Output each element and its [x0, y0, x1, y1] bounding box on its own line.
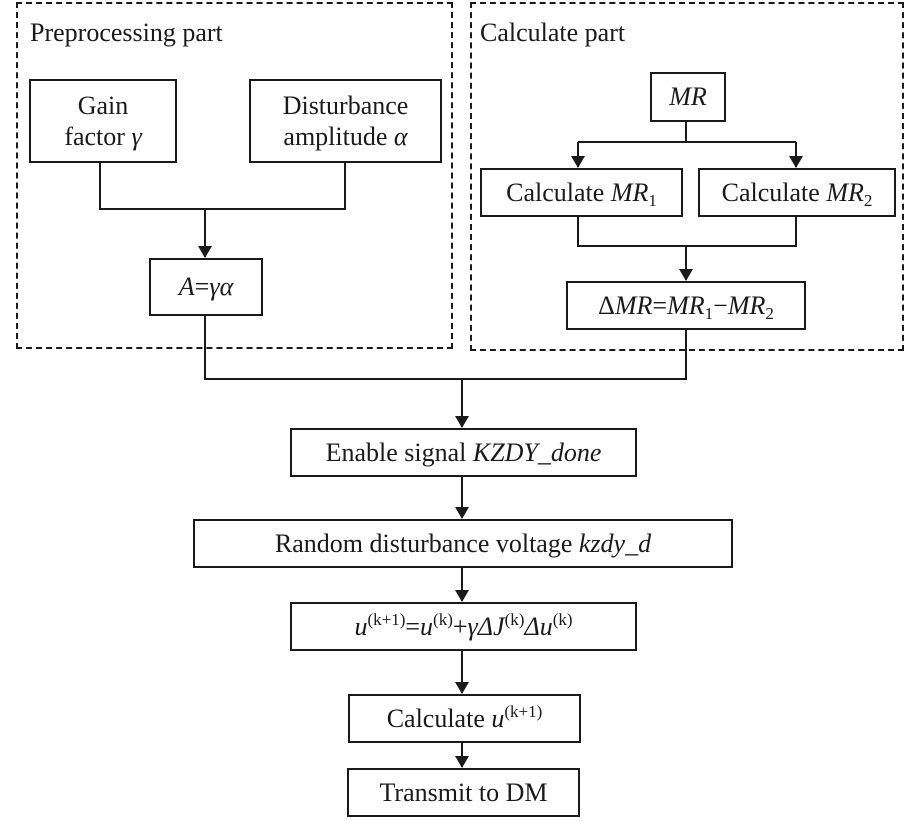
delta-mr-term1: MR — [667, 290, 705, 320]
a-formula-rhs: γα — [209, 272, 234, 301]
mr-label: MR — [669, 82, 707, 111]
calculate-title: Calculate part — [480, 18, 626, 47]
calc-mr2-prefix: Calculate — [721, 177, 827, 207]
gain-factor-symbol: γ — [131, 122, 142, 151]
disturbance-amplitude-symbol: α — [393, 122, 408, 151]
update-k3: (k) — [504, 609, 525, 629]
update-k2: (k) — [433, 609, 453, 629]
gain-factor-line1: Gain — [77, 91, 129, 120]
delta-mr-sub2: 2 — [765, 303, 774, 323]
random-disturbance-name: kzdy_d — [578, 528, 652, 558]
a-formula-box: A=γα — [149, 258, 263, 316]
random-disturbance-prefix: Random disturbance voltage — [274, 528, 579, 558]
delta-mr-term2: MR — [727, 290, 766, 320]
mr-box: MR — [650, 72, 726, 122]
delta-mr-minus: − — [713, 290, 728, 320]
enable-signal-box: Enable signal KZDY_done — [290, 428, 637, 477]
calculate-group — [470, 2, 904, 351]
update-u2: u — [420, 611, 434, 641]
calc-u-box: Calculate u(k+1) — [348, 694, 581, 743]
transmit-box: Transmit to DM — [347, 768, 580, 817]
transmit-label: Transmit to DM — [379, 777, 548, 807]
delta-mr-eq: = — [652, 290, 668, 320]
delta-mr-delta: Δ — [598, 290, 615, 320]
enable-signal-prefix: Enable signal — [325, 437, 473, 467]
disturbance-amplitude-line2: amplitude — [283, 122, 394, 151]
preprocessing-title: Preprocessing part — [30, 18, 223, 47]
update-eq: = — [405, 611, 421, 641]
gain-factor-line2: factor — [64, 122, 132, 151]
calc-mr1-sub: 1 — [648, 190, 657, 210]
disturbance-amplitude-line1: Disturbance — [282, 91, 409, 120]
gain-factor-box: Gain factor γ — [29, 79, 177, 163]
update-gamma: γ — [467, 611, 478, 641]
calc-u-prefix: Calculate — [386, 703, 492, 733]
calc-mr2-symbol: MR — [826, 177, 864, 207]
connector-mr1-to-merge — [577, 217, 686, 247]
update-k4: (k) — [552, 609, 573, 629]
delta-mr-symbol: MR — [614, 290, 653, 320]
connector-a-formula-down — [204, 316, 462, 380]
update-plus: + — [452, 611, 468, 641]
update-k1: (k+1) — [367, 609, 406, 629]
delta-mr-box: ΔMR=MR1−MR2 — [566, 281, 806, 330]
delta-mr-sub1: 1 — [704, 303, 714, 323]
connector-delta-mr-down — [462, 330, 687, 380]
calc-u-symbol: u — [491, 703, 505, 733]
connector-disturbance-to-merge — [205, 163, 346, 210]
enable-signal-name: KZDY_done — [472, 437, 602, 467]
calc-mr2-sub: 2 — [863, 190, 873, 210]
random-disturbance-box: Random disturbance voltage kzdy_d — [193, 519, 733, 568]
calc-u-sup: (k+1) — [504, 701, 543, 721]
a-formula-lhs: A — [178, 272, 195, 301]
connector-mr2-to-merge — [686, 217, 797, 247]
a-formula-eq: = — [194, 272, 210, 301]
update-u1: u — [354, 611, 368, 641]
disturbance-amplitude-box: Disturbance amplitude α — [249, 79, 442, 163]
calc-mr2-box: Calculate MR2 — [698, 168, 896, 217]
calc-mr1-symbol: MR — [610, 177, 649, 207]
update-formula-box: u(k+1)=u(k)+γΔJ(k)Δu(k) — [290, 602, 637, 651]
connector-gain-to-merge — [99, 163, 205, 210]
preprocessing-group — [16, 2, 453, 349]
update-delta-u: Δu — [524, 611, 553, 641]
calc-mr1-box: Calculate MR1 — [480, 168, 683, 217]
update-delta-j: ΔJ — [477, 611, 505, 641]
calc-mr1-prefix: Calculate — [506, 177, 611, 207]
